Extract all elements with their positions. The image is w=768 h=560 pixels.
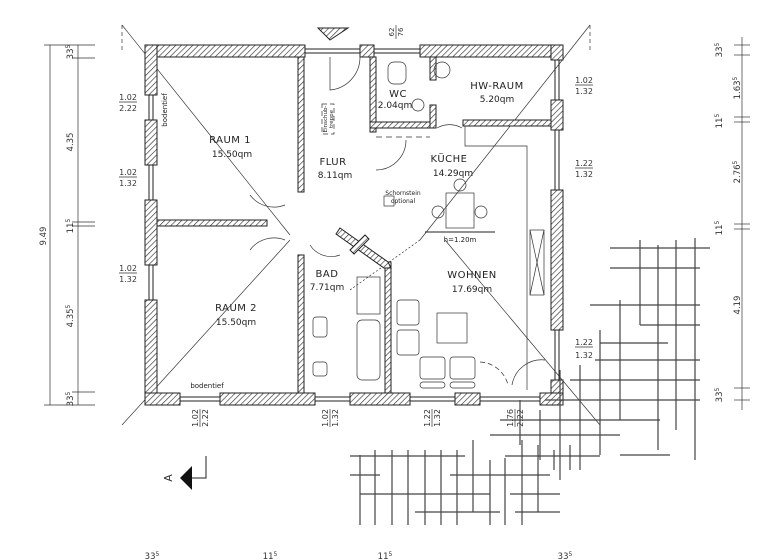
dim-left-2: 115	[65, 219, 76, 234]
room-name-kueche: KÜCHE	[431, 152, 468, 165]
svg-text:1.02: 1.02	[191, 409, 200, 427]
svg-text:1.02: 1.02	[119, 264, 137, 273]
svg-text:335: 335	[558, 551, 573, 560]
dimension-left: 9.49 335 4.35 115 4.355 335	[39, 45, 95, 407]
dim-left-4: 335	[65, 392, 76, 407]
room-area-raum2: 15.50qm	[216, 318, 256, 328]
window-right-2: 1.22 1.32	[575, 338, 593, 360]
room-area-hw-raum: 5.20qm	[480, 95, 515, 105]
svg-text:1.32: 1.32	[575, 170, 593, 179]
bodentief-left-label: bodentief	[161, 93, 169, 127]
room-area-kueche: 14.29qm	[433, 169, 473, 179]
window-right-0: 1.02 1.32	[575, 76, 593, 96]
toilet-wc	[387, 61, 407, 85]
window-bottom-3: 1.762.22	[506, 409, 525, 427]
cabinet	[529, 229, 545, 296]
room-name-flur: FLUR	[319, 157, 346, 168]
svg-text:A: A	[162, 474, 175, 482]
svg-text:2.22: 2.22	[119, 104, 137, 113]
dim-left-0: 335	[65, 45, 76, 60]
window-left-0: 1.02 2.22	[119, 93, 137, 113]
room-name-wohnen: WOHNEN	[447, 270, 497, 281]
optional-label: optional	[391, 198, 416, 205]
annotations: bodentief bodentief Einschub- treppe Sch…	[161, 93, 477, 390]
dim-right-3: 2.765	[732, 160, 743, 183]
svg-text:1.32: 1.32	[331, 409, 340, 427]
svg-text:2.22: 2.22	[201, 409, 210, 427]
interior-walls	[156, 56, 552, 394]
dim-left-1: 4.35	[66, 133, 76, 152]
svg-text:1.32: 1.32	[433, 409, 442, 427]
dim-right-1: 1.635	[732, 76, 743, 99]
dimension-bottom: 335 115 115 335	[145, 551, 573, 560]
svg-text:76: 76	[397, 27, 405, 36]
bathtub	[356, 319, 381, 381]
room-area-wc: 2.04qm	[378, 101, 413, 111]
svg-text:1.22: 1.22	[575, 159, 593, 168]
room-area-bad: 7.71qm	[310, 283, 345, 293]
bleed-through-grid	[350, 238, 710, 525]
doors	[249, 56, 546, 386]
bodentief-bottom-label: bodentief	[190, 382, 224, 390]
room-area-wohnen: 17.69qm	[452, 285, 492, 295]
dim-total-height: 9.49	[39, 227, 49, 246]
counter-height-label: h=1.20m	[444, 236, 477, 244]
window-left-2: 1.02 1.32	[119, 264, 137, 284]
svg-text:1.02: 1.02	[321, 409, 330, 427]
dim-right-5: 4.19	[733, 296, 743, 315]
entrance-marker	[316, 27, 350, 41]
einschub-label: Einschub-	[323, 106, 329, 133]
chimney	[383, 195, 395, 207]
window-left-1: 1.02 1.32	[119, 168, 137, 188]
washing-machine	[433, 61, 451, 79]
svg-text:1.02: 1.02	[119, 168, 137, 177]
svg-text:1.32: 1.32	[119, 275, 137, 284]
room-name-hw-raum: HW-RAUM	[470, 81, 523, 92]
shower	[356, 276, 381, 315]
dim-right-6: 335	[714, 388, 725, 403]
dining-table	[445, 192, 475, 229]
dimension-right: 335 1.635 115 2.765 115 4.19 335	[714, 37, 750, 410]
room-area-flur: 8.11qm	[318, 171, 353, 181]
wc-sink	[411, 98, 425, 112]
svg-text:1.32: 1.32	[119, 179, 137, 188]
dim-right-2: 115	[714, 114, 725, 129]
room-name-raum1: RAUM 1	[209, 135, 251, 146]
svg-text:62: 62	[388, 28, 396, 37]
svg-text:1.32: 1.32	[575, 87, 593, 96]
attic-ladder	[321, 103, 335, 135]
window-right-1: 1.22 1.32	[575, 159, 593, 179]
dim-right-0: 335	[714, 43, 725, 58]
room-labels: RAUM 1 15.50qm FLUR 8.11qm WC 2.04qm HW-…	[209, 81, 523, 328]
svg-text:1.32: 1.32	[575, 351, 593, 360]
svg-text:1.02: 1.02	[119, 93, 137, 102]
bad-sink	[312, 316, 328, 338]
svg-text:115: 115	[263, 551, 278, 560]
bad-toilet	[312, 361, 328, 377]
section-marker-a: A	[162, 456, 207, 490]
outer-walls	[144, 44, 564, 406]
schornstein-label: Schornstein	[385, 190, 421, 197]
room-name-bad: BAD	[316, 269, 339, 280]
svg-text:1.22: 1.22	[423, 409, 432, 427]
svg-text:335: 335	[145, 551, 160, 560]
svg-text:1.22: 1.22	[575, 338, 593, 347]
svg-text:115: 115	[378, 551, 393, 560]
svg-text:1.76: 1.76	[506, 409, 515, 427]
room-area-raum1: 15.50qm	[212, 150, 252, 160]
dim-left-3: 4.355	[65, 304, 76, 327]
furniture	[312, 27, 545, 390]
dim-right-4: 115	[714, 221, 725, 236]
room-name-raum2: RAUM 2	[215, 303, 257, 314]
treppe-label: treppe	[329, 109, 335, 128]
svg-text:1.02: 1.02	[575, 76, 593, 85]
coffee-table	[436, 312, 468, 344]
room-name-wc: WC	[389, 89, 407, 100]
